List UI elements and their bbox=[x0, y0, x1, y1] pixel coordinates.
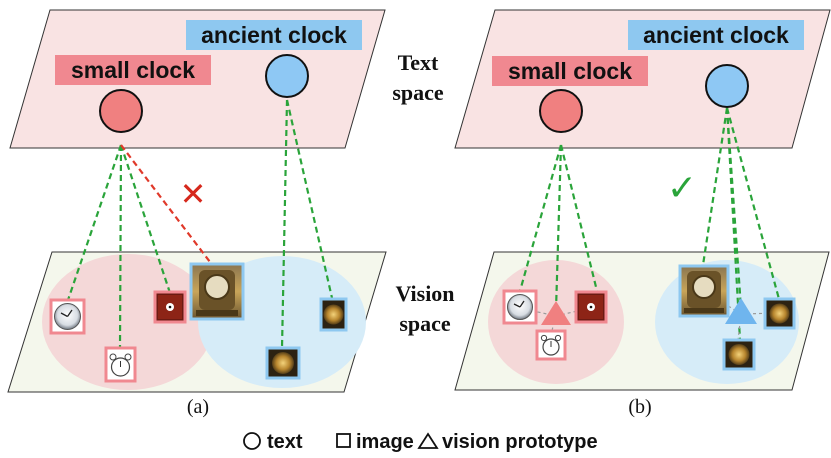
image-ornate-clock-b-2 bbox=[722, 338, 756, 371]
ancient-clock-label-bg-b bbox=[628, 20, 804, 50]
small-clock-text-node-b bbox=[539, 89, 583, 133]
vision-space-label-line1: Vision bbox=[395, 281, 454, 306]
image-alarm-clock-b bbox=[535, 329, 567, 361]
image-wall-clock-b bbox=[502, 289, 538, 325]
image-ornate-clock-a-2 bbox=[265, 346, 301, 380]
small-clock-links-a bbox=[66, 144, 172, 349]
mismatch-cross-icon: ✕ bbox=[180, 175, 207, 213]
small-clock-label-bg-a bbox=[55, 55, 211, 85]
panel-a: small clock ancient clock ✕ bbox=[7, 9, 387, 418]
text-space-label-line2: space bbox=[392, 80, 444, 105]
text-space-label-line1: Text bbox=[398, 50, 439, 75]
ancient-clock-label-b: ancient clock bbox=[643, 22, 789, 48]
legend-prototype-label: vision prototype bbox=[442, 431, 598, 453]
small-clock-cluster-a bbox=[42, 254, 214, 390]
image-antique-clock-a bbox=[189, 262, 245, 321]
legend-triangle-icon bbox=[417, 432, 439, 449]
small-clock-label-bg-b bbox=[492, 56, 648, 86]
ancient-clock-text-node-b bbox=[705, 64, 749, 108]
image-alarm-clock-a bbox=[104, 346, 137, 383]
ancient-clock-vision-prototype bbox=[725, 298, 757, 324]
image-dark-clock-a bbox=[153, 290, 187, 324]
small-clock-links-b bbox=[518, 144, 599, 311]
match-check-icon: ✓ bbox=[667, 168, 697, 209]
vision-space-label-line2: space bbox=[399, 311, 451, 336]
legend-circle-icon bbox=[243, 432, 261, 450]
ancient-clock-text-node-a bbox=[265, 54, 309, 98]
small-clock-text-node-a bbox=[99, 89, 143, 133]
caption-a: (a) bbox=[187, 396, 209, 418]
small-clock-vision-prototype bbox=[541, 301, 571, 325]
image-wall-clock-a bbox=[49, 298, 86, 335]
ancient-clock-label-bg-a bbox=[186, 20, 362, 50]
image-ornate-clock-b-1 bbox=[763, 297, 796, 330]
caption-b: (b) bbox=[628, 396, 651, 418]
legend-text-label: text bbox=[267, 431, 303, 453]
space-labels: Text space Vision space bbox=[392, 50, 454, 336]
image-ornate-clock-a-1 bbox=[319, 297, 348, 332]
ancient-clock-label-a: ancient clock bbox=[201, 22, 347, 48]
legend-image-label: image bbox=[356, 431, 414, 453]
ancient-clock-links-a bbox=[280, 99, 334, 349]
image-antique-clock-b bbox=[678, 264, 730, 318]
small-clock-label-a: small clock bbox=[71, 57, 195, 83]
mismatch-link-a bbox=[120, 144, 211, 263]
legend-square-icon bbox=[336, 433, 351, 448]
legend: text image vision prototype bbox=[243, 431, 598, 453]
image-dark-clock-b bbox=[574, 290, 608, 324]
panel-b: small clock ancient clock ✓ bbox=[454, 9, 831, 418]
small-clock-label-b: small clock bbox=[508, 58, 632, 84]
ancient-clock-links-b bbox=[701, 107, 781, 341]
